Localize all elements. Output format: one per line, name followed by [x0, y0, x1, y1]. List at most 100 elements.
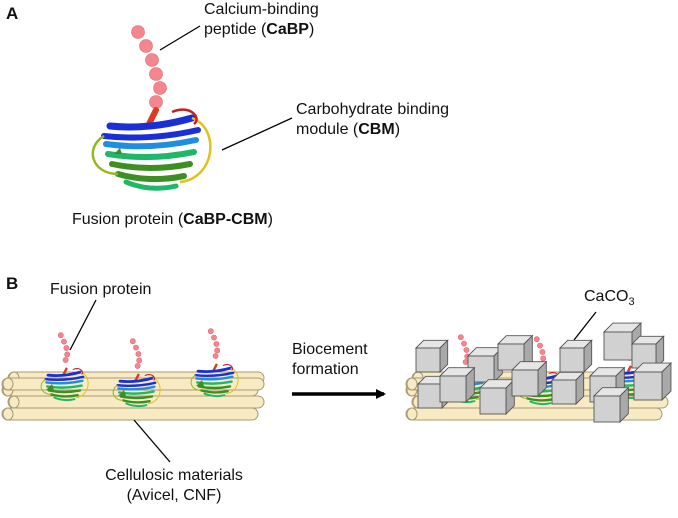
bundle-protein-beta-strand	[125, 402, 148, 408]
fusion-protein-label: Fusion protein	[50, 281, 152, 298]
cabp-label-line1: Calcium-binding	[204, 1, 319, 18]
biocement-label: Biocement formation	[292, 340, 368, 380]
cellulose-label-line2: (Avicel, CNF)	[126, 487, 222, 504]
fusion-abbrev: CaBP-CBM	[183, 211, 268, 228]
bundle-protein-peptide-bead	[135, 351, 142, 357]
bundle-protein-peptide-bead	[133, 344, 139, 351]
bundle-protein-peptide-bead	[134, 363, 141, 369]
bundle-protein-loop-green	[190, 374, 202, 391]
bundle-protein-beta-strand	[197, 385, 232, 390]
panel-a-protein-strand-arrow	[114, 148, 122, 154]
panel-a-protein-loop-green	[91, 134, 119, 176]
cabp-suffix: )	[308, 21, 315, 38]
caco3-cube-front	[593, 395, 621, 423]
cbm-label-line1: Carbohydrate binding	[296, 101, 449, 118]
bundle-protein-peptide-bead	[539, 349, 546, 355]
cbm-label-line2: module (CBM)	[296, 120, 449, 140]
panel-b-left-proteins	[40, 328, 239, 408]
panel-a-protein-beta-strand	[103, 137, 199, 150]
bundle-protein-peptide-bead	[540, 355, 547, 362]
bundle-protein-beta-strand	[44, 375, 85, 381]
bundle-protein-loop-green	[112, 384, 124, 401]
bundle-protein-peptide-bead	[61, 338, 67, 345]
caco3-cube-front	[415, 347, 441, 373]
bundle-protein-peptide-bead	[214, 347, 221, 354]
bundle-protein-peptide-bead	[57, 332, 64, 339]
bundle-protein-peptide-bead	[537, 342, 543, 349]
bundle-protein-peptide-bead	[212, 353, 219, 359]
cabp-label: Calcium-binding peptide (CaBP)	[204, 0, 319, 40]
fusion-suffix: )	[267, 211, 273, 228]
bundle-protein-peptide-bead	[63, 345, 70, 351]
panel-a-protein-beta-strand	[115, 171, 187, 183]
bundle-protein-loop-red	[144, 374, 156, 381]
panel-a-protein	[91, 25, 212, 191]
bundle-protein-peptide-bead	[463, 347, 470, 353]
bundle-protein-beta-strand	[203, 392, 226, 398]
panel-a-protein-loop-yellow	[179, 116, 212, 184]
panel-b-letter: B	[6, 274, 19, 293]
caco3-cube	[414, 339, 449, 374]
bundle-protein-peptide-bead	[211, 334, 217, 341]
bundle-protein-beta-strand	[50, 393, 79, 398]
caco3-cube-front	[559, 347, 585, 373]
caco3-cube-front	[511, 369, 539, 397]
panel-a-protein-peptide-bead	[131, 25, 145, 39]
bundle-protein-peptide-bead	[62, 357, 69, 363]
caco3-subscript: 3	[628, 296, 635, 309]
bundle-protein-peptide-bead	[462, 359, 469, 365]
caco3-cube	[592, 386, 630, 424]
bundle-protein-peptide-bead	[136, 357, 143, 364]
bundle-protein-loop-yellow	[225, 367, 239, 395]
cbm-abbrev: CBM	[358, 121, 395, 138]
biocement-label-line2: formation	[292, 361, 359, 378]
caco3-cube-front	[603, 331, 633, 361]
cellulose-leader-line	[133, 419, 171, 463]
bundle-protein-beta-strand	[200, 389, 229, 394]
panel-a-protein-peptide-bead	[145, 53, 159, 67]
bundle-protein-beta-strand	[46, 370, 83, 377]
left-cellulose-bundle-fiber-end	[8, 395, 20, 409]
panel-a-protein-beta-strand	[105, 149, 197, 161]
panel-a-protein-peptide-bead	[139, 39, 153, 53]
bundle-protein-beta-strand	[195, 375, 234, 381]
cabp-leader-line	[159, 25, 201, 51]
bundle-protein-loop-green	[40, 378, 52, 395]
panel-a-protein-loop-red	[171, 108, 198, 125]
fusion-leader-line	[69, 299, 97, 351]
caco3-cube-front	[551, 379, 577, 405]
panel-a-protein-peptide-bead	[149, 95, 163, 109]
bundle-protein-strand-arrow	[46, 384, 54, 390]
bundle-protein-peptide-bead	[129, 338, 136, 345]
fusion-protein-caption: Fusion protein (CaBP-CBM)	[72, 210, 273, 230]
caco3-cube	[510, 360, 548, 398]
bundle-protein-beta-strand	[194, 371, 235, 377]
cellulose-label: Cellulosic materials (Avicel, CNF)	[84, 466, 264, 506]
caco3-cube-front	[417, 383, 443, 409]
left-cellulose-bundle-fiber-end	[2, 407, 14, 421]
panel-a-letter: A	[6, 4, 19, 23]
cabp-prefix: peptide (	[204, 21, 267, 38]
bundle-protein-loop-yellow	[147, 377, 161, 405]
bundle-protein-beta-strand	[53, 396, 76, 402]
cabp-label-line2: peptide (CaBP)	[204, 20, 319, 40]
bundle-protein-beta-strand	[122, 399, 151, 404]
panel-a-protein-beta-strand	[101, 127, 201, 141]
cbm-suffix: )	[394, 121, 401, 138]
caco3-cube	[632, 361, 673, 402]
bundle-protein-peptide-bead	[207, 328, 214, 335]
bundle-protein-strand-arrow	[196, 380, 204, 386]
panel-a-protein-beta-strand	[106, 114, 196, 131]
biocement-label-line1: Biocement	[292, 341, 368, 358]
cellulose-label-line1: Cellulosic materials	[105, 467, 243, 484]
caco3-cube	[478, 378, 516, 416]
right-cellulose-bundle-fiber-end	[406, 377, 418, 391]
caco3-cube	[550, 371, 585, 406]
caco3-main: CaCO	[584, 288, 629, 305]
bundle-protein-beta-strand	[117, 385, 156, 391]
bundle-protein-beta-strand	[526, 397, 555, 402]
left-cellulose-bundle-fiber	[1, 407, 259, 421]
bundle-protein-peptide-bead	[64, 351, 71, 358]
